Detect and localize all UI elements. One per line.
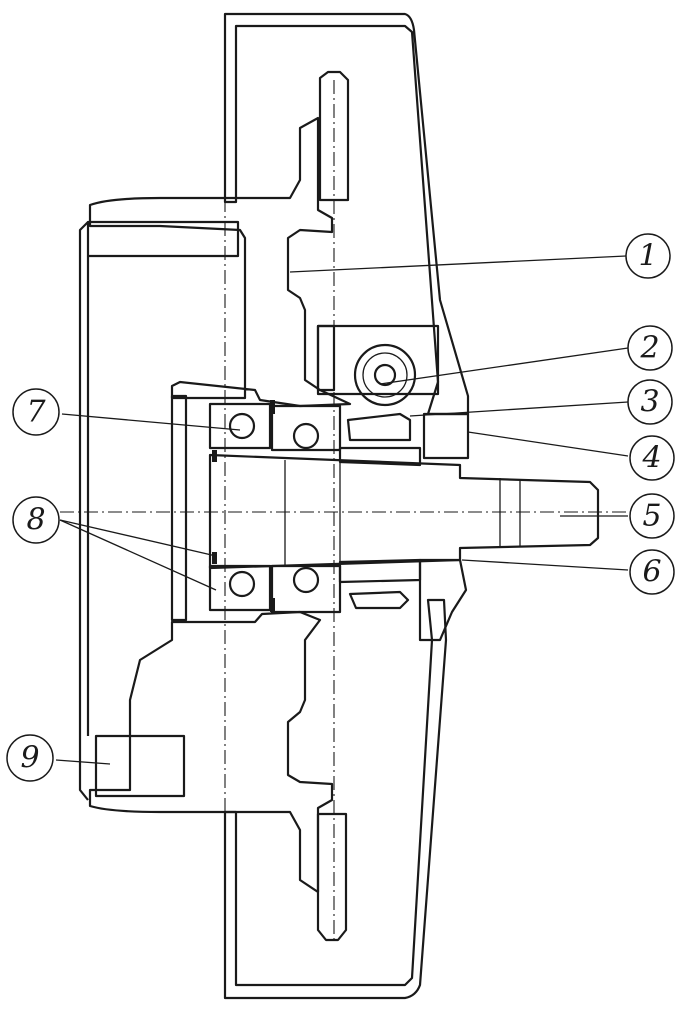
seal-ring-upper	[270, 400, 275, 414]
shaft	[208, 453, 600, 570]
circlip-lower	[212, 552, 217, 564]
leader-6	[461, 559, 629, 571]
spring-housing	[316, 324, 440, 396]
rim-outline	[78, 221, 90, 801]
sprocket-top	[318, 70, 350, 202]
spring-coil-outer	[353, 343, 417, 407]
leader-2	[379, 347, 629, 385]
shaft-thread	[499, 478, 521, 548]
leader-9	[55, 759, 111, 765]
nut-block	[422, 412, 470, 460]
bearing-upper-left	[208, 402, 272, 450]
lower-cover-flange	[418, 558, 468, 642]
leader-8b	[59, 519, 217, 591]
callout-label-4: 4	[641, 441, 661, 476]
bore-housing	[170, 394, 188, 622]
ball-lower-right	[292, 566, 320, 594]
bearing-lower-right	[270, 564, 342, 614]
leader-1	[289, 255, 627, 273]
outer-cover	[223, 12, 470, 416]
rim-lining-upper	[86, 220, 240, 258]
pawl-lower	[348, 590, 410, 610]
leader-3	[409, 401, 629, 417]
sprocket-bottom	[316, 812, 348, 942]
callout-2: 2	[627, 325, 673, 371]
callout-label-5: 5	[642, 499, 661, 534]
callout-label-1: 1	[638, 239, 657, 274]
circlip-upper	[212, 450, 217, 462]
ball-lower-left	[228, 570, 256, 598]
callout-label-3: 3	[640, 385, 659, 420]
spring-coil-inner	[373, 363, 397, 387]
callout-label-2: 2	[639, 331, 659, 366]
rim-lining-lower	[94, 734, 186, 798]
leader-7	[61, 413, 241, 431]
callout-4: 4	[629, 435, 675, 481]
spring-coil-mid	[362, 352, 408, 398]
callout-label-6: 6	[642, 555, 661, 590]
bearing-upper-right	[270, 404, 342, 452]
callout-1: 1	[625, 233, 671, 279]
callout-label-9: 9	[20, 741, 39, 776]
ball-upper-left	[228, 412, 256, 440]
pawl-upper	[346, 412, 412, 442]
callout-label-7: 7	[26, 395, 46, 430]
callout-9: 9	[6, 734, 54, 782]
callout-8: 8	[12, 496, 60, 544]
leader-4	[467, 431, 629, 457]
hub-body-upper	[88, 116, 352, 408]
leader-8a	[59, 519, 217, 557]
callout-3: 3	[627, 379, 673, 425]
callout-6: 6	[629, 549, 675, 595]
ball-upper-right	[292, 422, 320, 450]
callout-5: 5	[629, 493, 675, 539]
outer-cover-lower	[223, 598, 448, 1000]
hub-body-lower	[88, 610, 334, 894]
spring-housing-lining	[316, 324, 336, 392]
callout-7: 7	[12, 388, 60, 436]
callout-label-8: 8	[26, 503, 45, 538]
seal-ring-lower	[270, 598, 275, 612]
